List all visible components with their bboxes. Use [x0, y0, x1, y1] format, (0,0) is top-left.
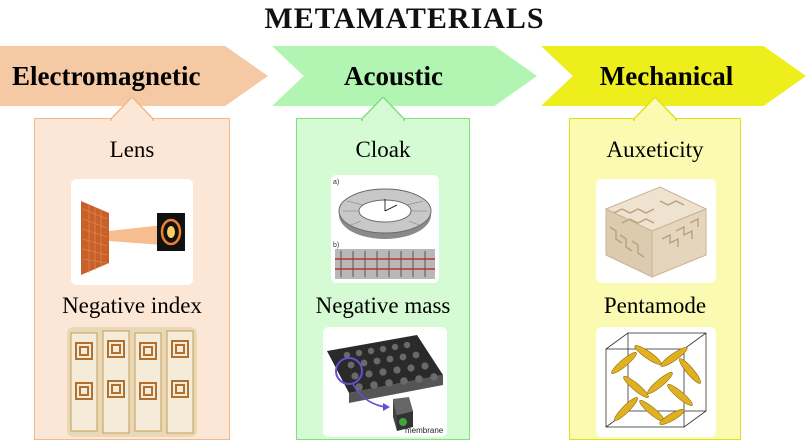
callout-pointer [110, 97, 154, 121]
callout-acoustic: Cloak a) b) Nega [296, 97, 470, 440]
item-label-auxeticity: Auxeticity [606, 137, 704, 162]
cloak-panel-b-label: b) [333, 242, 339, 249]
category-label-electromagnetic: Electromagnetic [12, 60, 201, 91]
item-label-negative-mass: Negative mass [315, 293, 451, 318]
item-label-lens: Lens [109, 137, 155, 162]
callout-pointer [361, 97, 405, 121]
auxeticity-image [596, 179, 716, 283]
negative-mass-image: membrane [323, 327, 447, 437]
item-label-pentamode: Pentamode [603, 293, 707, 318]
negative-index-image [67, 327, 197, 437]
membrane-label: membrane [405, 426, 444, 435]
category-arrow-mechanical: Mechanical [541, 46, 806, 106]
callout-electromagnetic: Lens Negative index [34, 97, 230, 440]
category-label-mechanical: Mechanical [599, 60, 734, 91]
diagram-title: METAMATERIALS [264, 2, 545, 35]
item-label-negative-index: Negative index [62, 293, 202, 318]
callout-pointer [633, 97, 677, 121]
callout-mechanical: Auxeticity Pentamode [569, 97, 741, 440]
pentamode-image [596, 327, 716, 437]
category-label-acoustic: Acoustic [344, 60, 443, 91]
item-label-cloak: Cloak [355, 137, 411, 162]
category-arrow-acoustic: Acoustic [272, 46, 537, 106]
lens-image [71, 179, 193, 285]
cloak-panel-a-label: a) [333, 179, 339, 186]
cloak-image: a) b) [331, 175, 439, 283]
category-arrow-electromagnetic: Electromagnetic [0, 46, 268, 106]
